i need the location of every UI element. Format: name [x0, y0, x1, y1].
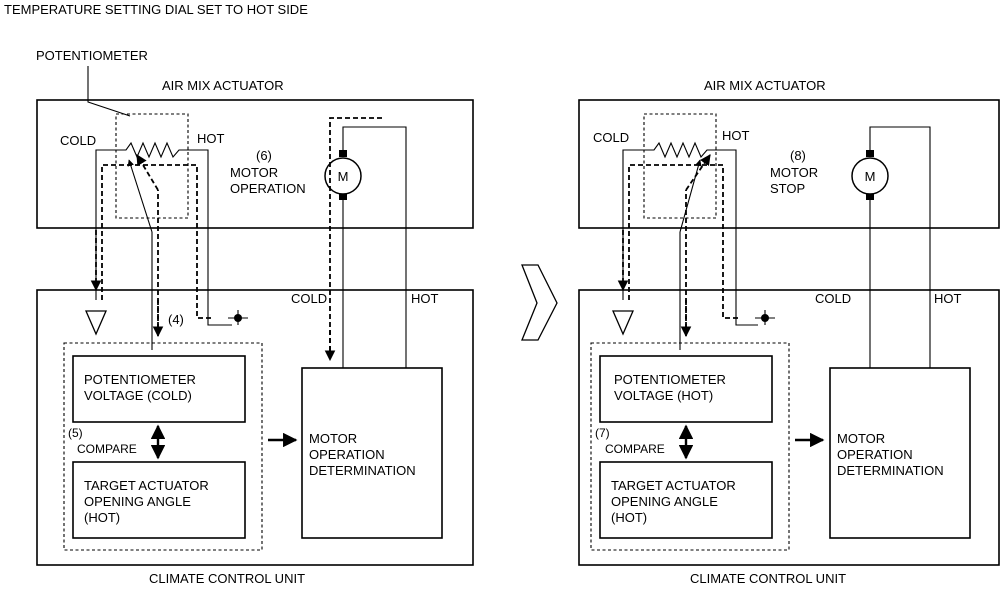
right-determination-3: DETERMINATION [837, 463, 944, 478]
left-unit-cold: COLD [291, 291, 327, 306]
right-feedback-arrow [685, 154, 711, 191]
potentiometer-leader-line [87, 66, 131, 117]
right-climate-control-box [578, 289, 1000, 566]
right-unit-label: CLIMATE CONTROL UNIT [690, 571, 846, 586]
left-motor-state-2: OPERATION [230, 181, 306, 196]
right-motor-state-1: MOTOR [770, 165, 818, 180]
right-step-8: (8) [790, 148, 806, 163]
right-pot-voltage-2: VOLTAGE (HOT) [614, 388, 713, 403]
right-unit-cold: COLD [815, 291, 851, 306]
right-motor-m: M [865, 169, 876, 184]
left-actuator-box [36, 99, 474, 229]
right-wiper-arrow [679, 159, 702, 233]
left-motor-symbol [324, 157, 362, 195]
left-determination-3: DETERMINATION [309, 463, 416, 478]
left-target-2: OPENING ANGLE [84, 494, 191, 509]
right-current-path [628, 164, 740, 319]
left-determination-2: OPERATION [309, 447, 385, 462]
left-wiper-arrow [127, 159, 153, 233]
left-target-1: TARGET ACTUATOR [84, 478, 209, 493]
right-potentiometer-box [643, 113, 717, 219]
left-actuator-label: AIR MIX ACTUATOR [162, 78, 284, 93]
left-pot-voltage-2: VOLTAGE (COLD) [84, 388, 192, 403]
transition-arrow-icon [521, 264, 558, 341]
left-ground-symbol [85, 310, 107, 336]
left-current-path [101, 164, 212, 319]
right-actuator-box [578, 99, 1000, 229]
right-motor-state-2: STOP [770, 181, 805, 196]
left-feedback-arrow [136, 154, 159, 191]
right-ground-symbol [612, 310, 634, 336]
left-step-6: (6) [256, 148, 272, 163]
right-pot-voltage-1: POTENTIOMETER [614, 372, 726, 387]
left-climate-control-box [36, 289, 474, 566]
right-pot-voltage-box [599, 355, 773, 423]
left-motor-state-1: MOTOR [230, 165, 278, 180]
right-determination-1: MOTOR [837, 431, 885, 446]
right-actuator-label: AIR MIX ACTUATOR [704, 78, 826, 93]
left-target-3: (HOT) [84, 510, 120, 525]
left-pot-voltage-box [72, 355, 246, 423]
right-determination-2: OPERATION [837, 447, 913, 462]
left-cold-label: COLD [60, 133, 96, 148]
right-cold-label: COLD [593, 130, 629, 145]
right-diagram: AIR MIX ACTUATOR COLD HOT (8) MOTOR STOP… [578, 78, 1000, 586]
right-motor-symbol [851, 157, 889, 195]
left-potentiometer-box [115, 113, 189, 219]
left-pot-voltage-1: POTENTIOMETER [84, 372, 196, 387]
left-motor-m: M [338, 169, 349, 184]
diagram-title: TEMPERATURE SETTING DIAL SET TO HOT SIDE [4, 2, 308, 17]
right-target-3: (HOT) [611, 510, 647, 525]
right-hot-label: HOT [722, 128, 750, 143]
left-unit-hot: HOT [411, 291, 439, 306]
right-unit-hot: HOT [934, 291, 962, 306]
right-motor-hot-wire [869, 126, 931, 368]
left-motor-hot-wire [342, 126, 407, 368]
left-compare-label: COMPARE [77, 442, 137, 456]
left-step-5: (5) [68, 426, 83, 440]
right-determination-box [829, 367, 971, 539]
left-motor-drive-path [329, 117, 382, 358]
left-hot-label: HOT [197, 131, 225, 146]
right-compare-label: COMPARE [605, 442, 665, 456]
right-target-1: TARGET ACTUATOR [611, 478, 736, 493]
right-target-2: OPENING ANGLE [611, 494, 718, 509]
left-step-4: (4) [168, 312, 184, 327]
left-unit-label: CLIMATE CONTROL UNIT [149, 571, 305, 586]
right-target-box [599, 461, 773, 539]
left-resistor [95, 141, 232, 326]
right-resistor [622, 141, 758, 326]
right-step-7: (7) [595, 426, 610, 440]
right-compare-box [590, 342, 790, 551]
left-determination-box [301, 367, 443, 539]
left-target-box [72, 461, 246, 539]
potentiometer-label: POTENTIOMETER [36, 48, 148, 63]
left-compare-box [63, 342, 263, 551]
left-diagram: POTENTIOMETER AIR MIX ACTUATOR COLD HOT … [36, 48, 474, 586]
left-determination-1: MOTOR [309, 431, 357, 446]
